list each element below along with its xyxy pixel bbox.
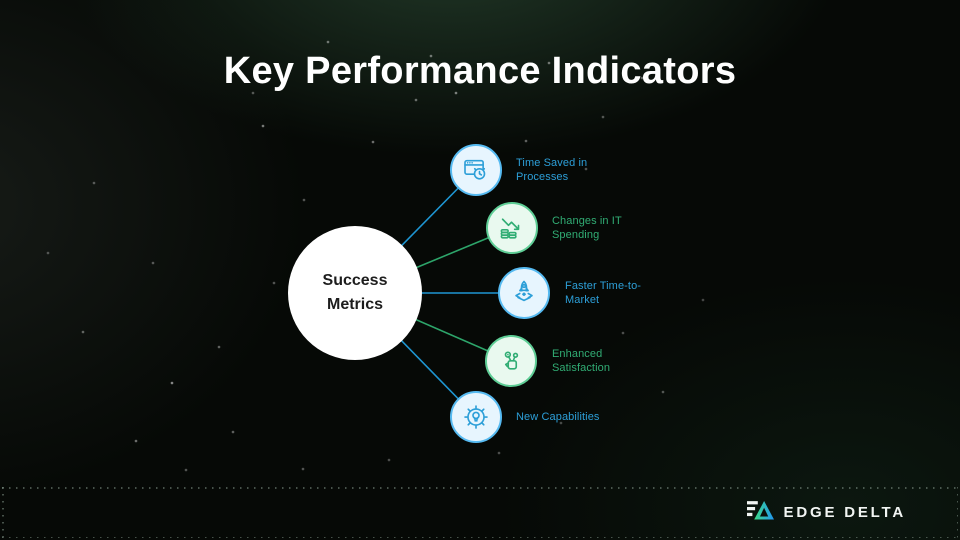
node-label-new-capabilities: New Capabilities: [516, 411, 600, 423]
browser-clock-icon: [461, 155, 491, 185]
hub-node-success-metrics: Success Metrics: [288, 226, 422, 360]
edge-delta-logo-icon: [746, 499, 774, 527]
footer-dotted-border-top: [2, 487, 958, 489]
footer-strip: EDGE DELTA: [2, 487, 958, 538]
flowers-in-hand-icon: [496, 346, 526, 376]
node-label-time-saved: Time Saved in Processes: [516, 157, 588, 183]
node-label-time-to-market: Faster Time-to-Market: [565, 280, 642, 306]
gear-idea-icon: [461, 402, 491, 432]
slide-title: Key Performance Indicators: [223, 50, 737, 92]
node-new-capabilities: [450, 391, 502, 443]
node-it-spending: [486, 202, 538, 254]
node-satisfaction: [485, 335, 537, 387]
hub-label: Success Metrics: [322, 272, 388, 313]
cost-decline-icon: [497, 213, 527, 243]
node-time-to-market: [498, 267, 550, 319]
footer-dotted-border-bottom: [2, 536, 958, 538]
node-label-satisfaction: Enhanced Satisfaction: [552, 348, 611, 374]
footer-dotted-border-right: [956, 487, 958, 538]
footer-dotted-border-left: [2, 487, 4, 538]
brand-logo: EDGE DELTA: [746, 499, 906, 527]
brand-name: EDGE DELTA: [783, 504, 906, 521]
node-time-saved: [450, 144, 502, 196]
node-label-it-spending: Changes in IT Spending: [552, 215, 622, 241]
rocket-launch-icon: [509, 278, 539, 308]
